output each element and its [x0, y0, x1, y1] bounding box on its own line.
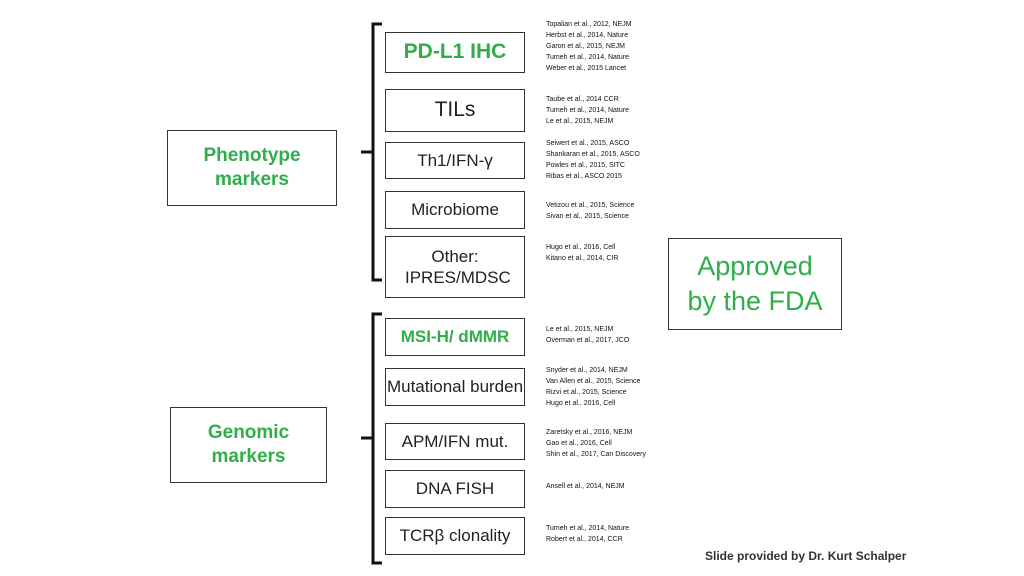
reference: Ribas et al., ASCO 2015 [546, 173, 622, 180]
reference: Garon et al., 2015, NEJM [546, 43, 625, 50]
slide-credit: Slide provided by Dr. Kurt Schalper [705, 549, 907, 563]
reference: Tumeh et al., 2014, Nature [546, 525, 630, 532]
reference: Le et al., 2015, NEJM [546, 118, 614, 125]
marker-label: TILs [434, 98, 476, 122]
reference: Seiwert et al., 2015, ASCO [546, 140, 630, 147]
marker-mutational-burden: Mutational burden [385, 368, 525, 406]
marker-pd-l1-ihc: PD-L1 IHC [385, 32, 525, 73]
refs-microbiome: Vetizou et al., 2015, Science Sivan et a… [546, 200, 634, 222]
marker-microbiome: Microbiome [385, 191, 525, 229]
marker-tcrb-clonality: TCRβ clonality [385, 517, 525, 555]
reference: Le et al., 2015, NEJM [546, 326, 614, 333]
reference: Zaretsky et al., 2016, NEJM [546, 429, 633, 436]
reference: Weber et al., 2015 Lancet [546, 65, 627, 72]
refs-apm-ifn: Zaretsky et al., 2016, NEJM Gao et al., … [546, 427, 646, 460]
refs-other: Hugo et al., 2016, Cell Kitano et al., 2… [546, 242, 618, 264]
marker-label: MSI-H/ dMMR [400, 327, 510, 347]
fda-approved-label: Approved by the FDA [687, 250, 823, 316]
marker-label: DNA FISH [415, 479, 495, 499]
marker-label: Microbiome [411, 200, 499, 220]
fda-approved-legend: Approved by the FDA [668, 238, 842, 330]
genomic-bracket [361, 312, 382, 565]
reference: Rizvi et al., 2015, Science [546, 389, 627, 396]
reference: Topalian et al., 2012, NEJM [546, 21, 632, 28]
reference: Hugo et al., 2016, Cell [546, 400, 616, 407]
reference: Taube et al., 2014 CCR [546, 96, 619, 103]
phenotype-bracket [361, 22, 382, 282]
refs-dna-fish: Ansell et al., 2014, NEJM [546, 481, 625, 492]
phenotype-markers-box: Phenotype markers [167, 130, 337, 206]
reference: Herbst et al., 2014, Nature [546, 32, 629, 39]
marker-msi-h-dmmr: MSI-H/ dMMR [385, 318, 525, 356]
refs-mutational-burden: Snyder et al., 2014, NEJM Van Allen et a… [546, 365, 640, 409]
genomic-markers-label: Genomic markers [207, 422, 290, 467]
reference: Robert et al., 2014, CCR [546, 536, 623, 543]
reference: Vetizou et al., 2015, Science [546, 202, 635, 209]
marker-label: Other: IPRES/MDSC [405, 246, 511, 287]
reference: Snyder et al., 2014, NEJM [546, 367, 628, 374]
marker-label: Mutational burden [386, 377, 524, 397]
reference: Van Allen et al., 2015, Science [546, 378, 641, 385]
reference: Ansell et al., 2014, NEJM [546, 483, 625, 490]
reference: Shin et al., 2017, Can Discovery [546, 451, 646, 458]
refs-pd-l1-ihc: Topalian et al., 2012, NEJM Herbst et al… [546, 19, 632, 74]
marker-apm-ifn-mut: APM/IFN mut. [385, 423, 525, 460]
reference: Gao et al., 2016, Cell [546, 440, 612, 447]
reference: Hugo et al., 2016, Cell [546, 244, 616, 251]
phenotype-markers-label: Phenotype markers [203, 145, 301, 190]
refs-th1-ifn: Seiwert et al., 2015, ASCO Shankaran et … [546, 138, 640, 182]
reference: Sivan et al., 2015, Science [546, 213, 629, 220]
reference: Tumeh et al., 2014, Nature [546, 107, 630, 114]
reference: Shankaran et al., 2015, ASCO [546, 151, 640, 158]
marker-dna-fish: DNA FISH [385, 470, 525, 508]
marker-label: Th1/IFN-γ [417, 150, 493, 170]
marker-label: PD-L1 IHC [403, 40, 507, 64]
reference: Overman et al., 2017, JCO [546, 337, 630, 344]
genomic-markers-box: Genomic markers [170, 407, 327, 483]
reference: Powles et al., 2015, SITC [546, 162, 625, 169]
refs-msi-h: Le et al., 2015, NEJM Overman et al., 20… [546, 324, 629, 346]
marker-label: TCRβ clonality [399, 526, 511, 546]
marker-other-ipres-mdsc: Other: IPRES/MDSC [385, 236, 525, 298]
marker-th1-ifn: Th1/IFN-γ [385, 142, 525, 179]
reference: Kitano et al., 2014, CIR [546, 255, 619, 262]
refs-tils: Taube et al., 2014 CCR Tumeh et al., 201… [546, 94, 629, 127]
marker-tils: TILs [385, 89, 525, 132]
marker-label: APM/IFN mut. [401, 431, 509, 451]
reference: Tumeh et al., 2014, Nature [546, 54, 630, 61]
refs-tcrb: Tumeh et al., 2014, Nature Robert et al.… [546, 523, 629, 545]
